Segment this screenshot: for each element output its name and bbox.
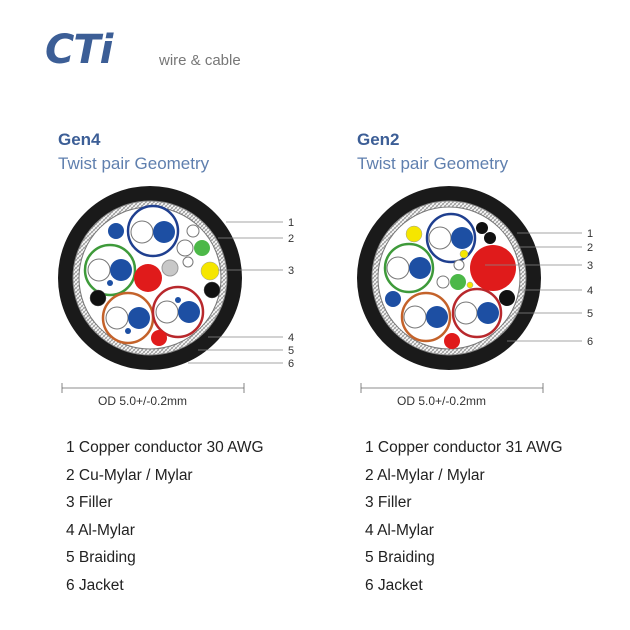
gen4-callout-3: 3 <box>288 265 294 277</box>
gen4-single-white-2 <box>186 224 200 238</box>
gen4-legend: 1 Copper conductor 30 AWG 2 Cu-Mylar / M… <box>66 438 264 603</box>
gen2-panel: Gen2 Twist pair Geometry <box>357 130 630 610</box>
gen2-od-dimension <box>360 383 544 393</box>
gen2-callout-2: 2 <box>587 242 593 254</box>
gen2-legend-item-4: 4 Al-Mylar <box>365 521 434 539</box>
gen4-callout-5: 5 <box>288 345 294 357</box>
gen2-title: Gen2 <box>357 130 400 149</box>
gen2-legend-item-3: 3 Filler <box>365 494 412 511</box>
gen4-pair-green <box>83 243 137 297</box>
gen4-title: Gen4 <box>58 130 101 149</box>
gen2-single-white-2 <box>436 275 450 289</box>
gen2-single-black-top-2 <box>484 232 496 244</box>
gen4-single-black-right <box>203 281 221 299</box>
logo-tagline: wire & cable <box>159 52 241 69</box>
gen4-pair-blue <box>126 204 180 258</box>
gen2-callout-4: 4 <box>587 285 593 297</box>
gen2-legend-item-2: 2 Al-Mylar / Mylar <box>365 466 485 484</box>
gen2-pair-green <box>383 242 435 294</box>
gen4-callout-lines <box>188 221 283 364</box>
gen4-pair-red <box>151 285 205 339</box>
gen4-legend-item-2: 2 Cu-Mylar / Mylar <box>66 466 193 484</box>
gen2-callout-3: 3 <box>587 260 593 272</box>
gen2-single-black-right <box>499 290 515 306</box>
gen2-single-blue-left <box>385 291 401 307</box>
gen4-cable-cross-section: 1 2 3 4 5 6 <box>58 186 294 393</box>
gen4-legend-item-6: 6 Jacket <box>66 576 124 594</box>
gen4-subtitle: Twist pair Geometry <box>58 154 210 173</box>
gen4-legend-item-3: 3 Filler <box>66 494 113 511</box>
gen4-legend-item-5: 5 Braiding <box>66 549 136 566</box>
gen4-single-green <box>194 240 210 256</box>
gen4-legend-item-4: 4 Al-Mylar <box>66 521 135 539</box>
gen4-callout-6: 6 <box>288 358 294 370</box>
gen2-legend-item-1: 1 Copper conductor 31 AWG <box>365 439 563 456</box>
gen4-single-white-3 <box>182 256 194 268</box>
gen4-callout-2: 2 <box>288 233 294 245</box>
gen2-callout-6: 6 <box>587 336 593 348</box>
logo-mark: CTi <box>45 27 113 73</box>
gen2-single-yellow-tiny <box>466 281 474 289</box>
gen2-legend-item-5: 5 Braiding <box>365 549 435 566</box>
gen2-cable-cross-section: 1 2 3 4 5 6 <box>357 186 593 393</box>
gen4-single-white-1 <box>176 239 194 257</box>
gen4-single-gray <box>161 259 179 277</box>
gen2-callout-1: 1 <box>587 228 593 240</box>
gen2-single-white-1 <box>453 259 465 271</box>
gen4-legend-item-1: 1 Copper conductor 30 AWG <box>66 439 264 456</box>
gen4-od-label: OD 5.0+/-0.2mm <box>98 394 188 408</box>
gen4-single-blue <box>108 223 124 239</box>
gen2-callout-lines <box>485 232 582 342</box>
gen2-legend-item-6: 6 Jacket <box>365 576 423 594</box>
gen4-callout-4: 4 <box>288 332 294 344</box>
gen2-pair-red <box>451 287 503 339</box>
gen4-single-yellow <box>200 261 220 281</box>
gen2-single-green <box>450 274 466 290</box>
gen2-od-label: OD 5.0+/-0.2mm <box>397 394 487 408</box>
gen4-pair-orange <box>101 291 155 345</box>
gen2-single-yellow-small <box>459 249 469 259</box>
gen4-single-black-left <box>89 289 107 307</box>
gen2-single-black-top-1 <box>476 222 488 234</box>
gen2-subtitle: Twist pair Geometry <box>357 154 509 173</box>
gen2-pair-orange <box>400 291 452 343</box>
gen4-single-red-large <box>134 264 162 292</box>
gen4-panel: Gen4 Twist pair Geometry <box>58 130 358 610</box>
gen2-single-red-large <box>470 245 516 291</box>
gen2-callout-5: 5 <box>587 308 593 320</box>
gen4-callout-1: 1 <box>288 217 294 229</box>
gen4-single-red-small <box>151 330 167 346</box>
brand-logo: CTi wire & cable <box>45 30 305 80</box>
gen2-single-red-small <box>444 333 460 349</box>
gen2-single-yellow <box>405 225 423 243</box>
gen4-od-dimension <box>61 383 245 393</box>
gen2-legend: 1 Copper conductor 31 AWG 2 Al-Mylar / M… <box>365 438 563 603</box>
